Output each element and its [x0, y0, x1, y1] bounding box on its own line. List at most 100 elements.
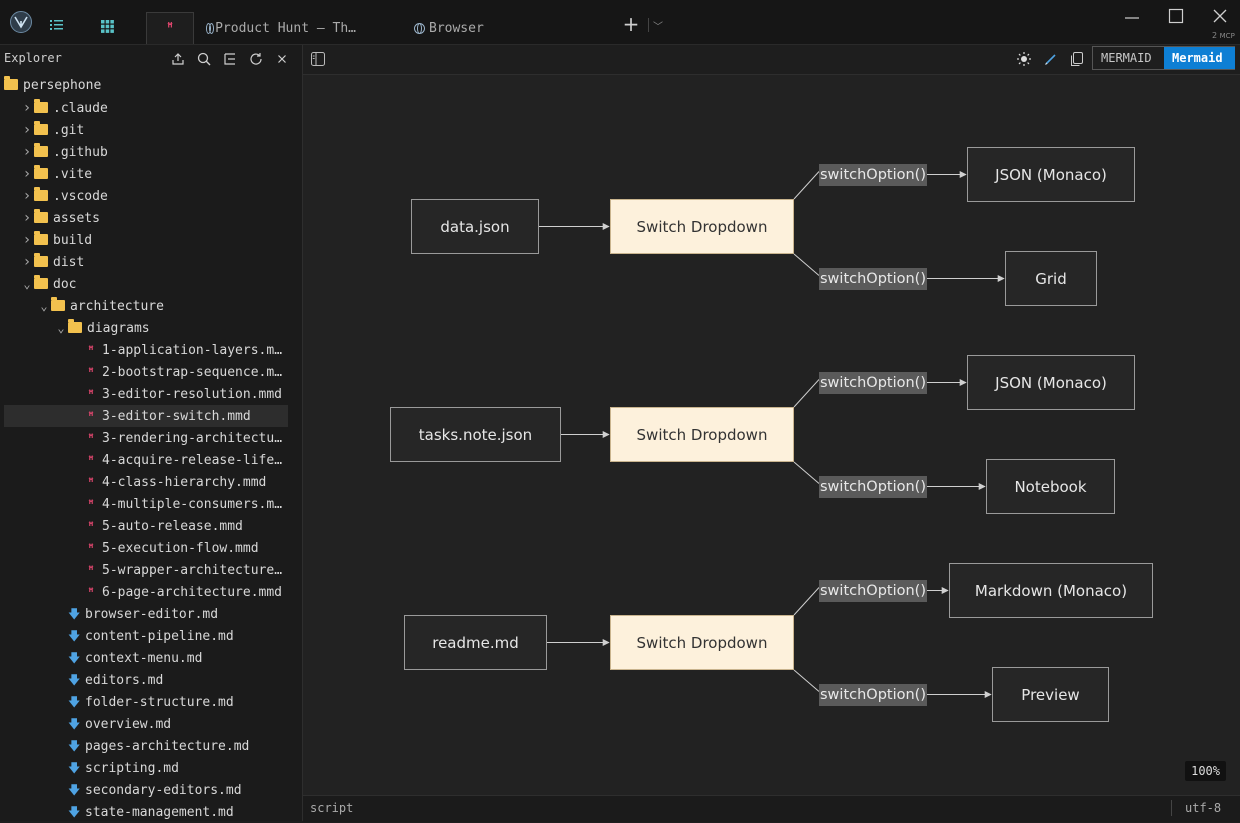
mode-toggle: MERMAID Mermaid: [1092, 46, 1235, 70]
chevron-right-icon[interactable]: ›: [22, 188, 32, 204]
folder-icon: [4, 76, 18, 90]
folder-icon: [34, 121, 48, 135]
tree-folder[interactable]: ›.vite: [4, 163, 288, 185]
collapse-all-icon[interactable]: [170, 51, 186, 67]
chevron-right-icon[interactable]: ›: [22, 254, 32, 270]
chevron-down-icon[interactable]: ⌄: [57, 321, 65, 335]
mcp-label: MCP: [1219, 32, 1235, 40]
status-language[interactable]: script: [310, 801, 354, 815]
tree-item-label: assets: [53, 211, 100, 226]
filter-tree-icon[interactable]: [222, 51, 238, 67]
tab-browser[interactable]: Browser: [414, 12, 534, 44]
close-window-button[interactable]: [1212, 8, 1228, 24]
target-node[interactable]: Markdown (Monaco): [949, 563, 1153, 618]
markdown-file-icon: 🡇: [68, 629, 81, 643]
chevron-down-icon[interactable]: ⌄: [40, 299, 48, 313]
tree-item-label: 5-auto-release.mmd: [102, 519, 243, 534]
copy-icon[interactable]: [1069, 51, 1085, 67]
target-node[interactable]: JSON (Monaco): [967, 147, 1135, 202]
mode-option-mermaid[interactable]: Mermaid: [1164, 47, 1235, 69]
search-icon[interactable]: [196, 51, 212, 67]
close-icon[interactable]: [274, 51, 290, 67]
tree-file[interactable]: 🡇state-management.md: [4, 801, 288, 823]
tree-file[interactable]: 🡇secondary-editors.md: [4, 779, 288, 801]
list-view-icon[interactable]: [50, 19, 64, 31]
sidebar-toggle-icon[interactable]: [311, 52, 325, 66]
tree-file[interactable]: 🡇folder-structure.md: [4, 691, 288, 713]
chevron-right-icon[interactable]: ›: [22, 210, 32, 226]
folder-icon: [34, 209, 48, 223]
tree-item-label: 2-bootstrap-sequence.mmd: [102, 365, 288, 380]
tree-item-label: .github: [53, 145, 108, 160]
tree-folder[interactable]: ›.vscode: [4, 185, 288, 207]
chevron-right-icon[interactable]: ›: [22, 232, 32, 248]
source-node[interactable]: data.json: [411, 199, 539, 254]
minimize-button[interactable]: [1124, 9, 1140, 25]
switch-dropdown-node[interactable]: Switch Dropdown: [610, 615, 794, 670]
tree-file[interactable]: 🡇overview.md: [4, 713, 288, 735]
grid-view-icon[interactable]: [101, 20, 114, 33]
tree-folder[interactable]: persephone: [4, 75, 288, 97]
tree-folder[interactable]: ⌄architecture: [4, 295, 288, 317]
new-tab-button[interactable]: +: [622, 12, 640, 36]
mermaid-file-icon: ꟸ: [87, 563, 95, 577]
edit-pen-icon[interactable]: [1043, 51, 1059, 67]
tree-file[interactable]: 🡇scripting.md: [4, 757, 288, 779]
tree-folder[interactable]: ⌄diagrams: [4, 317, 288, 339]
zoom-level[interactable]: 100%: [1185, 761, 1226, 781]
tree-folder[interactable]: ⌄doc: [4, 273, 288, 295]
target-node[interactable]: Grid: [1005, 251, 1097, 306]
source-node[interactable]: readme.md: [404, 615, 547, 670]
mode-option-mermaid-upper[interactable]: MERMAID: [1101, 51, 1152, 65]
tree-folder[interactable]: ›dist: [4, 251, 288, 273]
tree-folder[interactable]: ›.git: [4, 119, 288, 141]
tree-file[interactable]: 🡇pages-architecture.md: [4, 735, 288, 757]
globe-icon: [206, 22, 215, 34]
tree-file[interactable]: ꟸ4-acquire-release-lifecycle.mmd: [4, 449, 288, 471]
app-logo-icon[interactable]: [10, 11, 32, 33]
switch-dropdown-node[interactable]: Switch Dropdown: [610, 407, 794, 462]
target-node[interactable]: Notebook: [986, 459, 1115, 514]
edge-label: switchOption(): [819, 371, 927, 394]
tree-folder[interactable]: ›.claude: [4, 97, 288, 119]
tab-mermaid-file[interactable]: ꟸ: [146, 12, 194, 44]
tab-label: Product Hunt – Th…: [215, 20, 356, 36]
theme-sun-icon[interactable]: [1016, 51, 1032, 67]
target-node[interactable]: JSON (Monaco): [967, 355, 1135, 410]
switch-dropdown-node[interactable]: Switch Dropdown: [610, 199, 794, 254]
target-node[interactable]: Preview: [992, 667, 1109, 722]
tree-file[interactable]: 🡇context-menu.md: [4, 647, 288, 669]
status-encoding[interactable]: utf-8: [1185, 801, 1222, 815]
tree-folder[interactable]: › .github: [4, 141, 288, 163]
tree-file[interactable]: ꟸ3-rendering-architecture.mmd: [4, 427, 288, 449]
refresh-icon[interactable]: [248, 51, 264, 67]
tree-file[interactable]: 🡇browser-editor.md: [4, 603, 288, 625]
tree-file[interactable]: 🡇content-pipeline.md: [4, 625, 288, 647]
mermaid-file-icon: ꟸ: [87, 409, 95, 423]
chevron-right-icon[interactable]: ›: [22, 166, 32, 182]
tree-file[interactable]: 🡇editors.md: [4, 669, 288, 691]
source-node[interactable]: tasks.note.json: [390, 407, 561, 462]
tab-list-chevron-icon[interactable]: ﹀: [648, 18, 667, 33]
mcp-indicator[interactable]: 2 MCP: [1212, 31, 1235, 40]
markdown-file-icon: 🡇: [68, 739, 81, 753]
chevron-right-icon[interactable]: ›: [22, 100, 32, 116]
maximize-button[interactable]: [1168, 8, 1184, 24]
tab-product-hunt[interactable]: Product Hunt – Th…: [206, 12, 356, 44]
tree-folder[interactable]: › assets: [4, 207, 288, 229]
chevron-right-icon[interactable]: ›: [22, 144, 32, 160]
tree-folder[interactable]: ›build: [4, 229, 288, 251]
chevron-down-icon[interactable]: ⌄: [23, 277, 31, 291]
chevron-right-icon[interactable]: ›: [22, 122, 32, 138]
